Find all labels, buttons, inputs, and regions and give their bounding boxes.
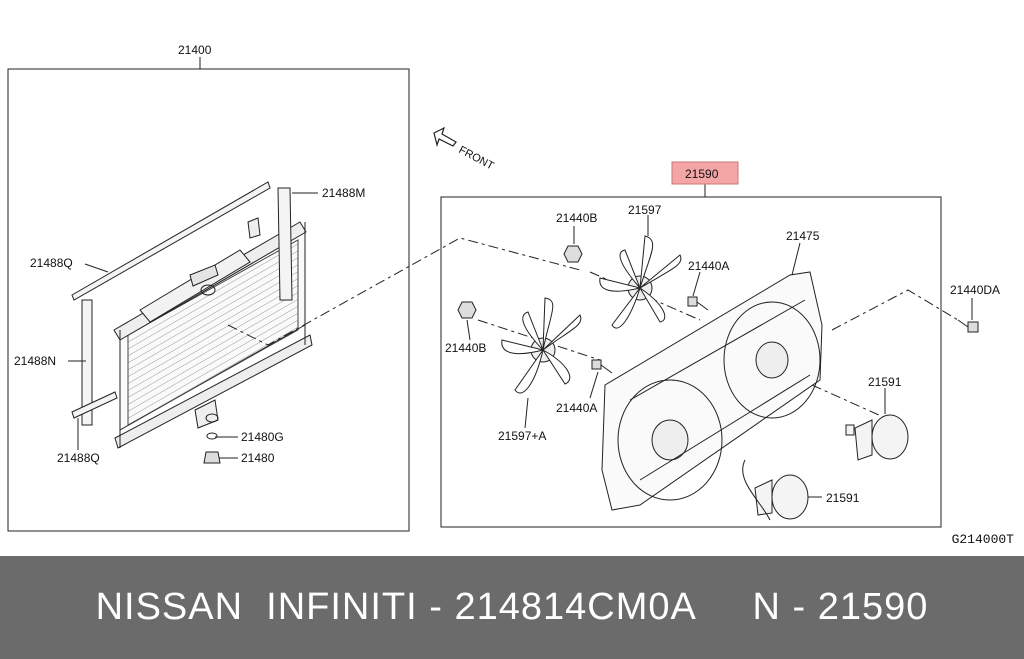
front-label: FRONT	[457, 144, 496, 173]
parts-diagram: 21400 21488M 21488Q 2	[7, 43, 1000, 532]
label-21475[interactable]: 21475	[786, 229, 820, 243]
fan-blade-left-drawing	[501, 297, 582, 394]
label-21488n[interactable]: 21488N	[14, 354, 56, 368]
label-21480g[interactable]: 21480G	[241, 430, 284, 444]
nut-b-left-icon	[457, 301, 477, 319]
label-21488q-bottom[interactable]: 21488Q	[57, 451, 100, 465]
drain-cock-icon	[203, 451, 221, 464]
nut-b-top-icon	[563, 245, 583, 263]
label-21440b-top[interactable]: 21440B	[556, 211, 597, 225]
radiator-group-frame	[7, 68, 410, 532]
fan-blade-right-drawing	[599, 235, 682, 329]
label-21597-a[interactable]: 21597+A	[498, 429, 546, 443]
label-21591-right[interactable]: 21591	[868, 375, 902, 389]
fan-group-frame	[440, 196, 942, 528]
label-21488q-top[interactable]: 21488Q	[30, 256, 73, 270]
seal-strips	[71, 181, 293, 426]
label-21440a-bottom[interactable]: 21440A	[556, 401, 597, 415]
label-21488m[interactable]: 21488M	[322, 186, 365, 200]
motor-right-drawing	[845, 414, 909, 461]
footer-bar: NISSAN INFINITI - 214814CM0A N - 21590	[0, 556, 1024, 659]
label-21400[interactable]: 21400	[178, 43, 212, 57]
highlight-21590[interactable]	[671, 161, 739, 185]
shroud-drawing	[601, 271, 823, 511]
front-arrow-icon	[433, 126, 457, 148]
label-21440b-left[interactable]: 21440B	[445, 341, 486, 355]
dashed-connectors	[227, 237, 959, 421]
drain-gasket-icon	[206, 432, 218, 440]
radiator-drawing	[113, 217, 313, 449]
label-21440da[interactable]: 21440DA	[950, 283, 1000, 297]
reference-code: G214000T	[951, 532, 1014, 547]
bolt-da-icon	[957, 319, 979, 333]
label-21591-bottom[interactable]: 21591	[826, 491, 860, 505]
label-21597[interactable]: 21597	[628, 203, 662, 217]
motor-bottom-drawing	[742, 459, 809, 521]
bolt-a-bottom-icon	[591, 359, 613, 374]
label-21440a-top[interactable]: 21440A	[688, 259, 729, 273]
footer-part-text: NISSAN INFINITI - 214814CM0A N - 21590	[95, 586, 929, 628]
bolt-a-top-icon	[687, 296, 709, 311]
label-21480[interactable]: 21480	[241, 451, 275, 465]
label-21590[interactable]: 21590	[685, 167, 719, 181]
